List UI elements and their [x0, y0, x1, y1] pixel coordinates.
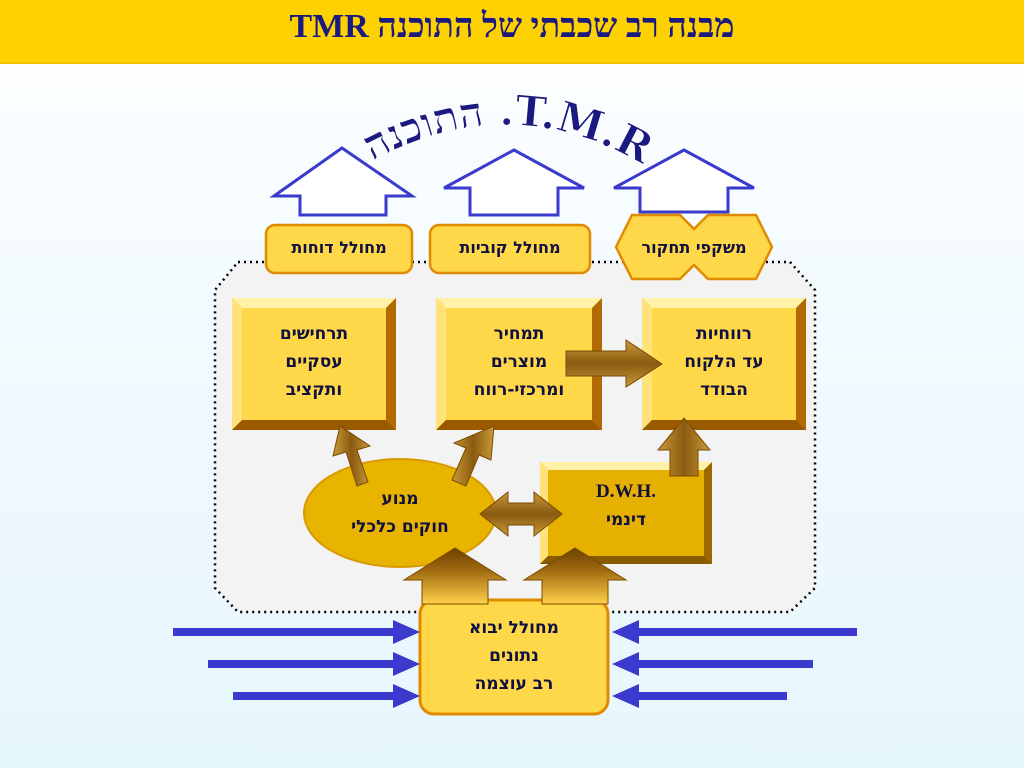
dwh-to-profitability-arrow: [656, 417, 712, 477]
importer-to-engine-arrow: [402, 547, 508, 605]
pricing-box: [436, 298, 602, 430]
reports-generator-box: [264, 223, 414, 275]
importer-to-dwh-arrow: [522, 547, 628, 605]
scenarios-line-3: ותקציב: [285, 380, 343, 400]
pricing-to-profitability-arrow: [565, 339, 663, 388]
cubes-generator-box: [428, 223, 592, 275]
output-up-arrow-middle: [443, 148, 585, 217]
scenarios-line-1: תרחישים: [279, 324, 349, 344]
dwh-line-1: D.W.H.: [595, 481, 656, 502]
cubes-generator-label: מחולל קוביות: [459, 238, 561, 257]
output-up-arrow-right: [613, 148, 755, 214]
profitability-line-3: הבודד: [700, 380, 748, 400]
pricing-line-1: תמחיר: [493, 324, 545, 344]
pricing-label: תמחיר מוצרים ומרכזי-רווח: [446, 320, 592, 404]
engine-label: מנוע חוקים כלכלי: [316, 485, 484, 541]
engine-line-2: חוקים כלכלי: [351, 517, 449, 537]
importer-line-3: רב עוצמה: [474, 674, 554, 694]
engine-dwh-double-arrow: [479, 490, 563, 538]
reports-generator-label: מחולל דוחות: [291, 238, 387, 257]
pricing-line-3: ומרכזי-רווח: [473, 380, 565, 400]
engine-line-1: מנוע: [381, 489, 419, 509]
profitability-label: רווחיות עד הלקוח הבודד: [652, 320, 796, 404]
research-glasses-label: משקפי תחקור: [641, 238, 747, 257]
input-arrows-left: [173, 620, 420, 708]
scenarios-label: תרחישים עסקיים ותקציב: [242, 320, 386, 404]
importer-line-2: נתונים: [489, 646, 539, 666]
dwh-line-2: דינמי: [605, 510, 646, 530]
pricing-line-2: מוצרים: [490, 352, 548, 372]
profitability-box: [642, 298, 806, 430]
importer-line-1: מחולל יבוא: [469, 618, 559, 638]
profitability-line-2: עד הלקוח: [684, 352, 764, 372]
scenarios-box: [232, 298, 396, 430]
data-importer-box: [418, 598, 610, 716]
dwh-box: [540, 462, 712, 564]
input-arrows-right: [612, 620, 857, 708]
profitability-line-1: רווחיות: [695, 324, 753, 344]
scenarios-line-2: עסקיים: [285, 352, 343, 372]
page-title: מבנה רב שכבתי של התוכנה TMR: [289, 8, 735, 45]
title-bar: מבנה רב שכבתי של התוכנה TMR: [0, 0, 1024, 64]
output-up-arrow-left: [269, 146, 417, 217]
dwh-label: D.W.H. דינמי: [548, 478, 704, 534]
data-importer-label: מחולל יבוא נתונים רב עוצמה: [420, 614, 608, 698]
engine-to-pricing-arrow: [451, 425, 495, 487]
engine-to-scenarios-arrow: [332, 425, 372, 487]
research-glasses-shape: [614, 213, 774, 281]
